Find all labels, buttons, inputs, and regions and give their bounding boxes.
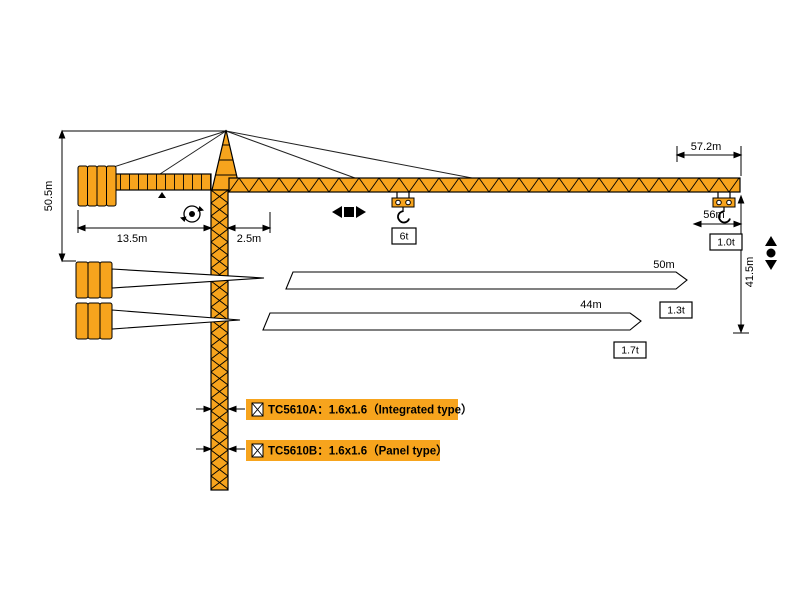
main-jib <box>228 177 741 193</box>
dim-tip-span-label: 57.2m <box>691 141 722 153</box>
dim-counter-jib-label: 13.5m <box>117 233 148 245</box>
slewing-icon <box>180 205 204 223</box>
trolley-hook-assembly <box>391 192 415 224</box>
trolley-load-box: 6t <box>391 227 417 245</box>
ballast-row-44m <box>75 302 241 340</box>
hook-icon <box>397 210 410 224</box>
trolley-travel-icon <box>332 206 366 218</box>
jib-variant-44m: 44m 1.7t <box>262 299 647 359</box>
dim-rear-offset-label: 2.5m <box>237 233 261 245</box>
hoisting-icon <box>765 236 777 270</box>
tower-mast <box>210 189 229 491</box>
counter-jib <box>115 173 212 198</box>
model-a-callout: TC5610A：1.6x1.6（Integrated type） <box>246 399 473 420</box>
mast-section-pointer-a <box>196 405 245 413</box>
dimension-tip-span: 57.2m <box>675 141 743 176</box>
model-b-callout: TC5610B：1.6x1.6（Panel type） <box>246 440 448 461</box>
dimension-counter-jib: 13.5m <box>76 210 213 245</box>
pendant-lines <box>97 130 473 179</box>
dim-tower-height-label: 41.5m <box>744 257 756 288</box>
model-b-label: TC5610B：1.6x1.6（Panel type） <box>268 444 448 458</box>
dimension-hook-height: 50.5m <box>43 129 226 263</box>
trolley-load-label: 6t <box>400 231 409 243</box>
tip-load-56m-label: 1.0t <box>717 237 735 249</box>
sheave-icon <box>405 199 411 206</box>
dimension-tower-height: 41.5m <box>733 194 756 334</box>
dimension-rear-offset: 2.5m <box>226 212 272 245</box>
sheave-icon <box>395 199 401 206</box>
counter-jib-hoist-mark <box>158 192 166 198</box>
jib-variant-50m: 50m 1.3t <box>285 259 693 319</box>
tip-load-50m-label: 1.3t <box>667 305 685 317</box>
mast-section-pointer-b <box>196 445 245 453</box>
dim-max-radius-label: 56m <box>703 209 724 221</box>
dimension-max-radius: 56m <box>692 209 743 228</box>
tip-load-44m-label: 1.7t <box>621 345 639 357</box>
jib-44m-label: 44m <box>580 299 601 311</box>
tip-load-56m-box: 1.0t <box>709 233 743 251</box>
counterweight-block <box>77 165 117 207</box>
model-a-label: TC5610A：1.6x1.6（Integrated type） <box>268 403 473 417</box>
jib-50m-label: 50m <box>653 259 674 271</box>
dim-hook-height-label: 50.5m <box>43 181 55 212</box>
ballast-row-50m <box>75 261 265 299</box>
